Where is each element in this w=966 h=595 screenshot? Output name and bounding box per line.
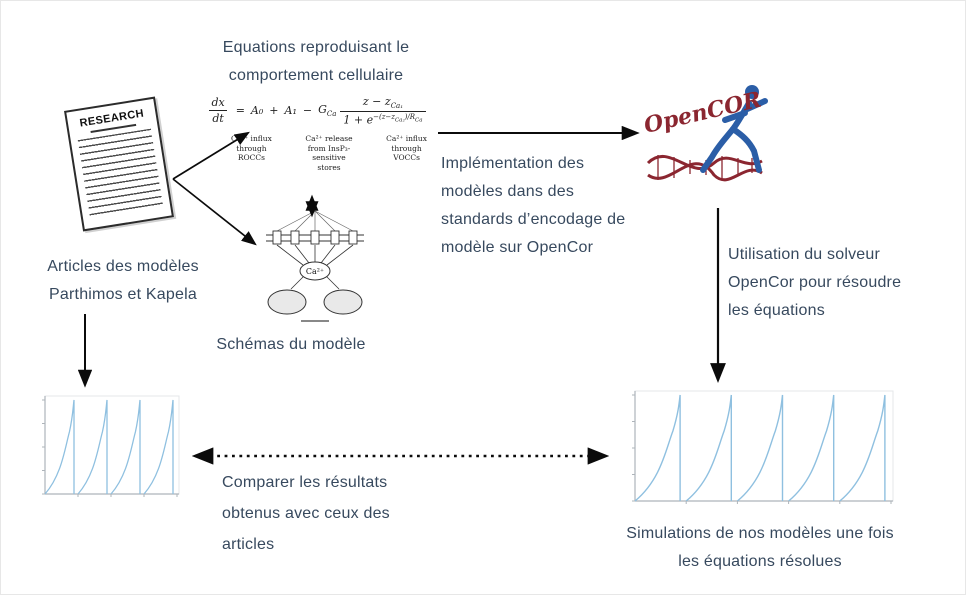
compare-label: Comparer les résultats obtenus avec ceux… — [222, 474, 390, 554]
research-paper-text-lines — [77, 128, 164, 219]
schema-fan-lines — [276, 210, 354, 232]
g-ca-term: GCa — [318, 103, 337, 119]
equation-note-roccs: Ca²⁺ influx through ROCCs — [231, 133, 272, 163]
schema-figure: Ca²⁺ — [266, 210, 364, 322]
channel-boxes — [272, 230, 358, 245]
runner-icon — [700, 85, 768, 173]
research-paper-icon: RESEARCH — [64, 96, 174, 232]
simulation-plot — [632, 390, 894, 504]
simulations-label: Simulations de nos modèles une fois les … — [626, 525, 894, 570]
solver-label: Utilisation du solveur OpenCor pour réso… — [728, 246, 902, 319]
opencor-logo: OpenCOR — [644, 85, 768, 182]
plot-frame — [44, 395, 180, 495]
dxdt-fraction: dx dt — [208, 96, 227, 125]
articles-label: Articles des modèles Parthimos et Kapela — [47, 258, 199, 303]
schema-label: Schémas du modèle — [216, 336, 366, 353]
store-ellipse-right — [323, 289, 363, 315]
equation-annotations: Ca²⁺ influx through ROCCs Ca²⁺ release f… — [197, 134, 437, 173]
arrow-paper-to-schema — [172, 178, 257, 246]
schema-center-label: Ca²⁺ — [306, 267, 324, 276]
link-left — [290, 276, 304, 290]
equations-title: Equations reproduisant le comportement c… — [222, 39, 410, 84]
waveform — [634, 394, 886, 502]
store-ellipse-left — [267, 289, 307, 315]
implementation-label: Implémentation des modèles dans des stan… — [441, 155, 626, 256]
main-fraction: z − zCa₁ 1 + e−(z−zCa₂)/RCa — [340, 95, 426, 127]
equation-note-voccs: Ca²⁺ influx through VOCCs — [386, 133, 427, 163]
equation-figure: dx dt = A₀ + A₁ − GCa z − zCa₁ 1 + e−(z−… — [197, 95, 437, 173]
waveform — [44, 399, 174, 495]
flux-arrows — [276, 244, 354, 266]
equation-note-insp3: Ca²⁺ release from InsP₃- sensitive store… — [305, 133, 353, 173]
link-right — [326, 276, 340, 290]
calcium-ellipse — [299, 261, 331, 281]
articles-results-plot — [42, 395, 180, 497]
equation-math: dx dt = A₀ + A₁ − GCa z − zCa₁ 1 + e−(z−… — [197, 95, 437, 127]
opencor-logo-text: OpenCOR — [644, 87, 764, 139]
